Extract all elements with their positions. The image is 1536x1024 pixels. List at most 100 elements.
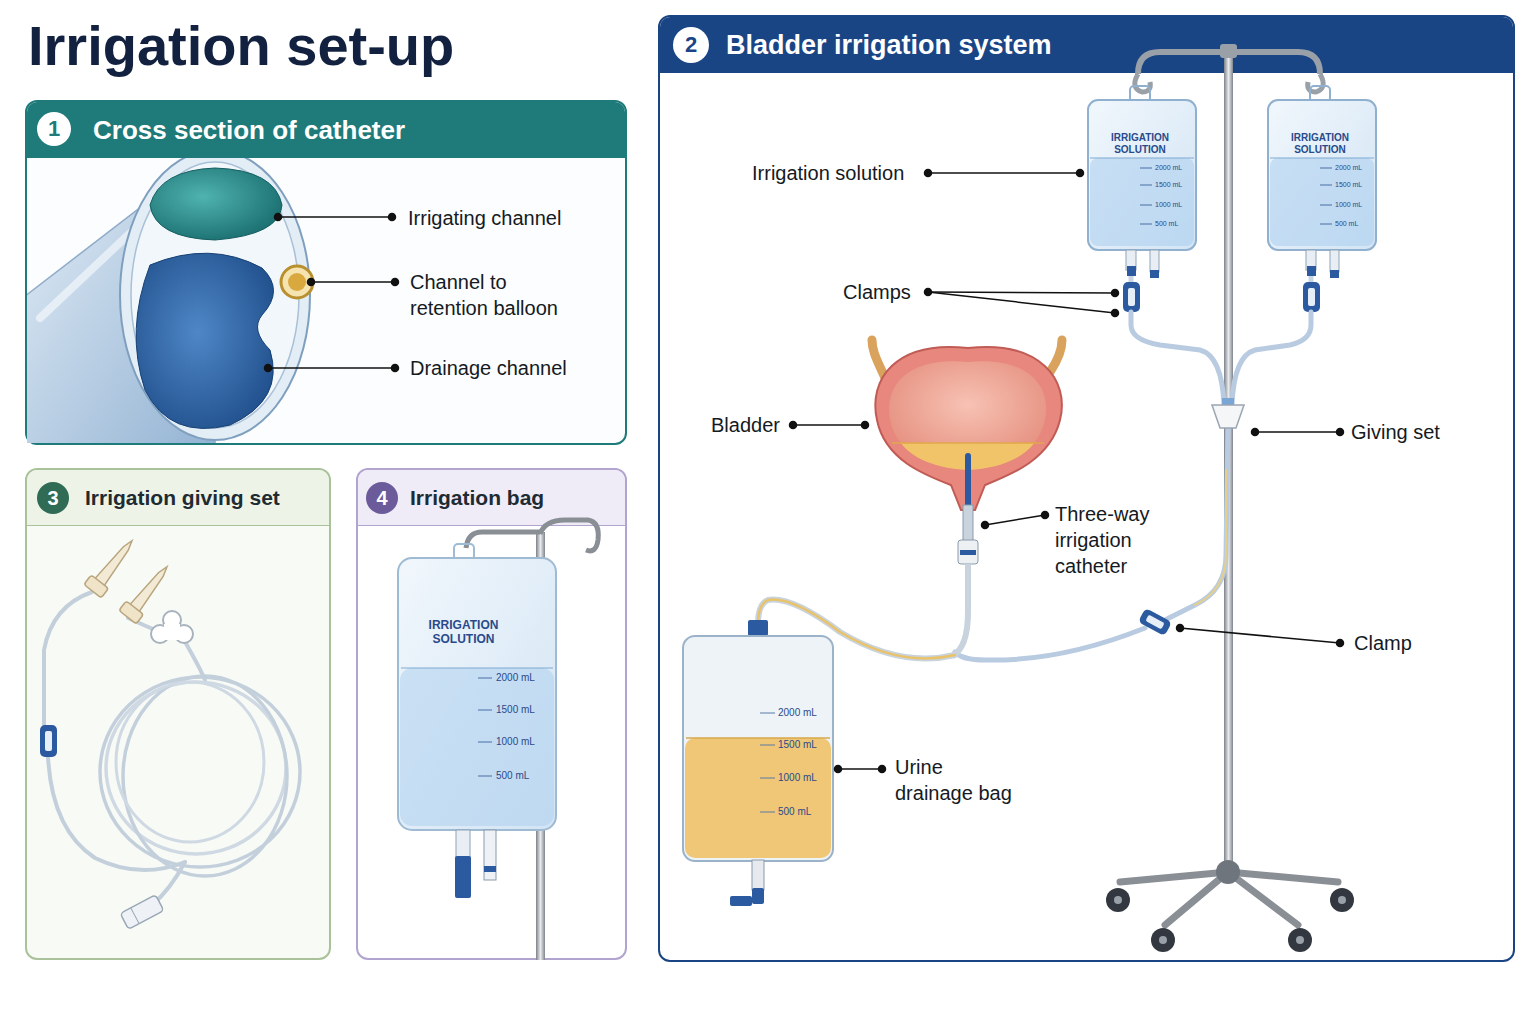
callout-number: 3	[37, 482, 69, 514]
catheter-cross-section	[136, 253, 273, 428]
giving-set-tubing	[1232, 312, 1311, 405]
giving-set	[116, 682, 264, 842]
callout-number: 2	[673, 27, 709, 63]
spike	[84, 534, 141, 598]
irrigation-bag	[478, 678, 492, 679]
iv-pole	[1228, 872, 1298, 925]
irrigation-bag	[401, 668, 553, 669]
catheter-cross-section	[27, 158, 215, 443]
leader-line	[790, 170, 1344, 773]
giving-set	[48, 757, 185, 870]
callout-text: 4	[366, 482, 398, 514]
irrigation-bag	[1128, 288, 1135, 306]
leader-line	[1337, 429, 1344, 436]
three-way-catheter	[952, 564, 968, 656]
panel: Bladder irrigation system2	[658, 15, 1515, 962]
iv-pole	[1165, 872, 1228, 925]
roller-clamp	[1145, 615, 1164, 630]
leader-line	[925, 289, 932, 296]
leader-line	[1112, 290, 1119, 297]
iv-pole	[1135, 74, 1151, 92]
leader-line	[265, 214, 399, 372]
irrigation-bag	[1140, 168, 1152, 169]
irrigation-bag	[1150, 250, 1159, 272]
leader-line	[928, 172, 1080, 174]
connector	[164, 624, 180, 640]
irrigation-bag	[398, 558, 556, 830]
irrigation-bag	[478, 678, 492, 776]
spike	[84, 575, 109, 598]
drainage-tubing	[758, 600, 955, 659]
leader-line	[835, 766, 842, 773]
iv-pole	[1106, 888, 1130, 912]
giving-set	[184, 640, 205, 680]
catheter-cross-section	[40, 188, 178, 318]
urine-drainage-bag	[683, 620, 833, 906]
urine-drainage-bag	[760, 713, 775, 812]
irrigation-bag	[400, 668, 554, 826]
catheter-cross-section	[120, 158, 310, 440]
page-title: Irrigation set-up	[28, 12, 454, 80]
leader-line	[389, 214, 396, 221]
bladder	[875, 347, 1062, 510]
irrigation-bag	[478, 710, 492, 711]
roller-clamp	[45, 731, 52, 751]
leader-line	[1255, 431, 1340, 433]
catheter-cross-section	[27, 158, 313, 443]
bladder	[872, 340, 885, 378]
leader-line	[985, 515, 1045, 525]
giving-set-tubing	[955, 628, 1145, 660]
connector	[175, 625, 193, 643]
irrigation-bag	[1140, 168, 1152, 224]
irrigation-bag	[484, 830, 496, 880]
iv-pole	[1308, 74, 1324, 92]
iv-pole	[1338, 896, 1346, 904]
iv-pole	[1296, 936, 1304, 944]
iv-pole	[540, 520, 598, 551]
drainage-tubing	[758, 600, 955, 659]
iv-pole	[1159, 936, 1167, 944]
irrigation-bag	[1150, 270, 1159, 278]
luer-connector	[131, 908, 139, 924]
catheter-cross-section	[150, 168, 282, 240]
panel-heading: Bladder irrigation system	[660, 17, 1513, 73]
irrigation-bag	[1130, 86, 1150, 102]
leader-line	[793, 424, 865, 426]
irrigation-bag	[1140, 224, 1152, 225]
connector	[163, 611, 181, 629]
irrigation-bag	[1088, 86, 1196, 312]
three-way-catheter	[965, 456, 971, 508]
giving-set	[152, 862, 185, 905]
leader-line	[275, 214, 282, 221]
leader-line	[790, 422, 797, 429]
leader-line	[925, 170, 932, 177]
urine-drainage-bag	[748, 620, 768, 636]
irrigation-bag	[1123, 282, 1140, 312]
leader-line	[982, 522, 989, 529]
urine-drainage-bag	[760, 745, 775, 746]
irrigation-bag	[478, 742, 492, 743]
iv-pole	[1138, 52, 1320, 74]
bladder	[872, 340, 1062, 510]
leader-line	[1252, 429, 1259, 436]
leader-line	[1077, 170, 1084, 177]
iv-pole	[1216, 860, 1240, 884]
irrigation-bag	[1129, 276, 1134, 284]
bladder	[892, 442, 1044, 444]
urine-drainage-bag	[760, 713, 775, 714]
leader-line	[308, 279, 315, 286]
giving-set	[44, 592, 300, 905]
leader-line	[928, 292, 1115, 293]
connector	[151, 625, 169, 643]
leader-line	[265, 365, 272, 372]
iv-pole	[1220, 44, 1237, 58]
urine-drainage-bag	[752, 860, 764, 890]
urine-drainage-bag	[683, 636, 833, 861]
spike	[119, 601, 144, 624]
leader-line	[879, 766, 886, 773]
leader-line	[1112, 310, 1119, 317]
three-way-catheter	[952, 456, 978, 656]
callout-number: 1	[37, 112, 71, 146]
